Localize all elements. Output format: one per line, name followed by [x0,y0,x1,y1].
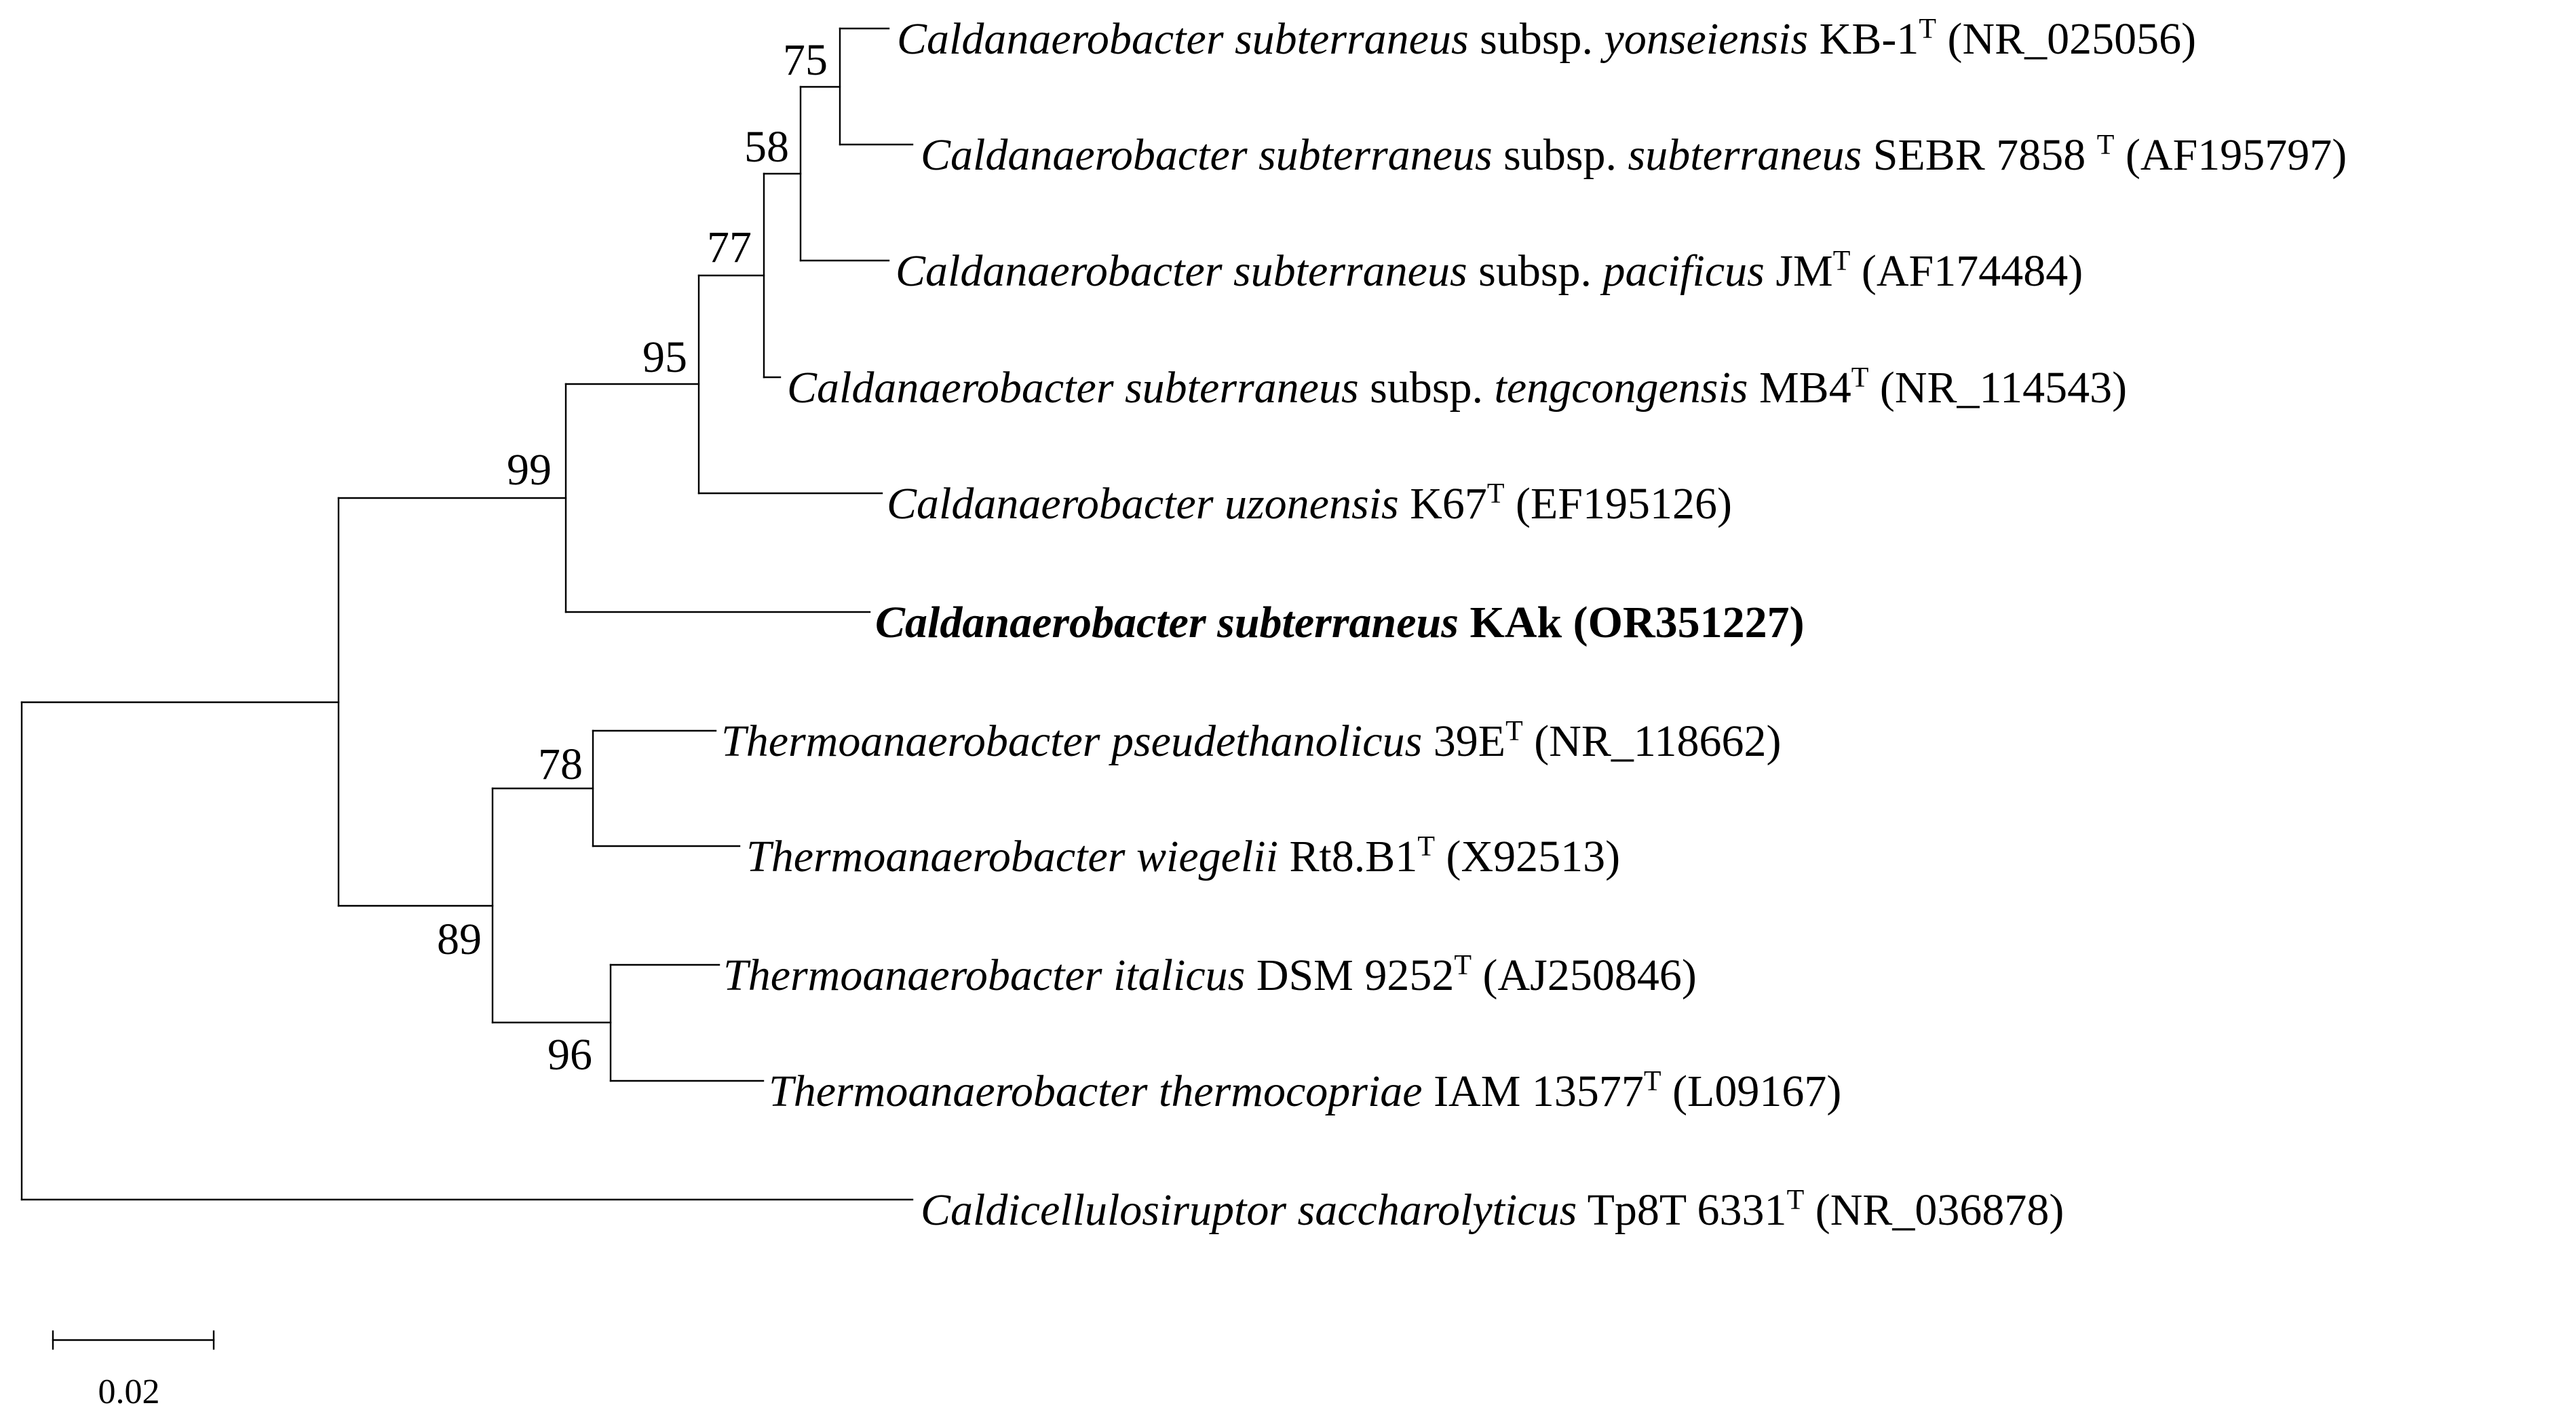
taxon-label-part: MB4 [1748,363,1851,413]
taxon-label-part: 39E [1422,716,1505,766]
type-strain-superscript: T [1851,362,1869,394]
bootstrap-value: 75 [783,35,828,85]
taxon-label-subterraneus: Caldanaerobacter subterraneus subsp. sub… [921,130,2347,180]
taxon-label-part: pacificus [1600,246,1765,296]
taxon-label-tengcongensis: Caldanaerobacter subterraneus subsp. ten… [787,362,2127,413]
taxon-label-part: Caldanaerobacter subterraneus [897,14,1469,64]
taxon-label-uzonensis: Caldanaerobacter uzonensis K67T (EF19512… [887,478,1732,529]
taxon-label-part: Caldicellulosiruptor saccharolyticus [921,1185,1577,1235]
type-strain-superscript: T [2097,130,2115,161]
scale-bar-label: 0.02 [98,1373,160,1411]
bootstrap-value: 58 [744,122,789,172]
type-strain-superscript: T [1417,831,1435,862]
taxon-label-pacificus: Caldanaerobacter subterraneus subsp. pac… [896,246,2083,296]
taxon-label-part: Tp8T 6331 [1577,1185,1786,1235]
taxon-label-part: (NR_118662) [1523,716,1782,766]
taxon-label-part: (NR_114543) [1868,363,2127,413]
bootstrap-value: 78 [538,740,583,789]
taxon-label-part: subsp. [1493,130,1628,180]
taxon-label-part: JM [1765,246,1833,296]
taxon-label-part: Caldanaerobacter subterraneus [875,598,1459,647]
taxon-label-thermocopriae: Thermoanaerobacter thermocopriae IAM 135… [769,1066,1841,1116]
bootstrap-value: 95 [642,332,687,382]
taxon-label-part: subsp. [1467,246,1603,296]
bootstrap-value: 89 [437,915,482,964]
taxon-label-part: Caldanaerobacter subterraneus [896,246,1467,296]
type-strain-superscript: T [1919,14,1936,45]
bootstrap-value: 99 [507,445,552,495]
type-strain-superscript: T [1644,1066,1661,1097]
bootstrap-value: 96 [547,1030,592,1079]
taxon-label-part: subsp. [1469,14,1604,64]
type-strain-superscript: T [1787,1185,1805,1216]
type-strain-superscript: T [1505,716,1523,747]
bootstrap-value: 77 [707,223,752,272]
taxon-label-pseudethanolicus: Thermoanaerobacter pseudethanolicus 39ET… [721,716,1781,766]
taxon-label-yonseiensis: Caldanaerobacter subterraneus subsp. yon… [897,14,2196,64]
taxon-label-part: Thermoanaerobacter italicus [723,951,1245,1000]
taxon-label-part: (AF174484) [1850,246,2083,296]
taxon-label-part: DSM 9252 [1245,951,1454,1000]
tree-branches [20,27,914,1201]
scale-bar: 0.02 [52,1330,215,1411]
taxon-label-part: K67 [1399,479,1487,529]
taxon-label-part: subterraneus [1628,130,1862,180]
taxon-label-part: Thermoanaerobacter pseudethanolicus [721,716,1422,766]
taxon-label-part: (AJ250846) [1472,951,1697,1000]
taxon-label-wiegelii: Thermoanaerobacter wiegelii Rt8.B1T (X92… [746,831,1620,881]
type-strain-superscript: T [1454,950,1472,981]
taxon-label-part: (NR_025056) [1936,14,2196,64]
taxon-label-part: Caldanaerobacter subterraneus [787,363,1359,413]
taxon-label-part: (L09167) [1661,1067,1842,1116]
taxon-label-part: Rt8.B1 [1278,832,1417,881]
taxon-label-part: (EF195126) [1505,479,1732,529]
taxon-label-part: yonseiensis [1600,14,1809,64]
taxon-label-part: tengcongensis [1495,363,1748,413]
taxon-label-part: IAM 13577 [1423,1067,1644,1116]
taxon-label-kak: Caldanaerobacter subterraneus KAk (OR351… [875,598,1805,647]
taxon-label-part: (X92513) [1435,832,1620,881]
taxon-label-part: (AF195797) [2114,130,2347,180]
taxon-label-part: subsp. [1359,363,1495,413]
taxon-label-part: (NR_036878) [1804,1185,2064,1235]
taxon-label-italicus: Thermoanaerobacter italicus DSM 9252T (A… [723,950,1697,1000]
taxon-label-part: KAk (OR351227) [1459,598,1805,647]
type-strain-superscript: T [1833,246,1851,277]
taxon-label-part: KB-1 [1808,14,1919,64]
taxon-label-part: Thermoanaerobacter thermocopriae [769,1067,1423,1116]
taxon-label-part: SEBR 7858 [1862,130,2097,180]
type-strain-superscript: T [1487,478,1505,510]
bootstrap-values: 75 58 77 95 99 78 89 96 [437,35,828,1079]
taxon-label-part: Thermoanaerobacter wiegelii [746,832,1278,881]
taxon-labels: Caldanaerobacter subterraneus subsp. yon… [721,14,2347,1235]
taxon-label-saccharolyticus: Caldicellulosiruptor saccharolyticus Tp8… [921,1185,2064,1235]
taxon-label-part: Caldanaerobacter uzonensis [887,479,1399,529]
taxon-label-part: Caldanaerobacter subterraneus [921,130,1493,180]
